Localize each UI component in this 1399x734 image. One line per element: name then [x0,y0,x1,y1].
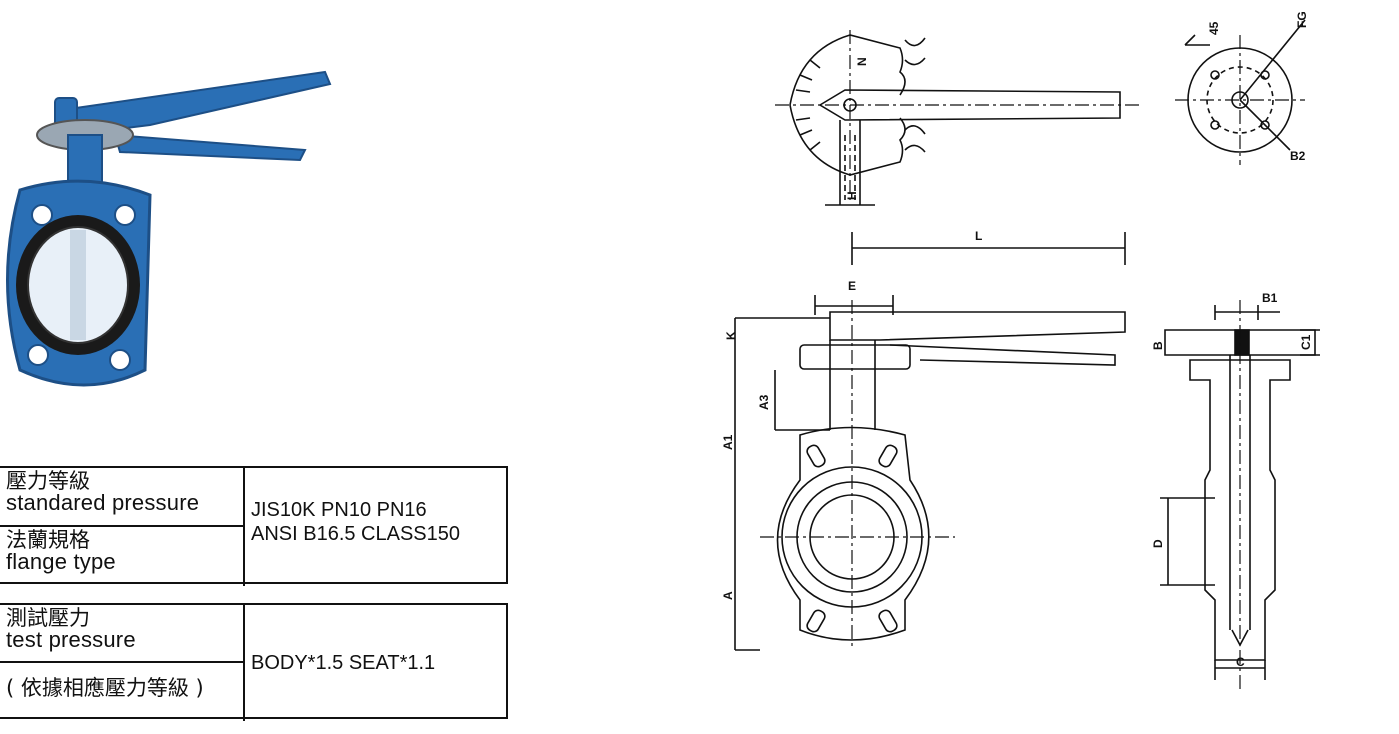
dim-label-L: L [975,229,982,243]
dim-label-C: C [1236,655,1245,669]
pressure-flange-values: JIS10K PN10 PN16 ANSI B16.5 CLASS150 [245,468,506,586]
flange-value: ANSI B16.5 CLASS150 [251,523,461,545]
spec-table-pressure: 壓力等級 standared pressure JIS10K PN10 PN16… [0,466,508,586]
dim-label-K: K [724,331,738,340]
dim-label-FG: FG [1295,11,1309,28]
dim-label-A1: A1 [721,434,735,450]
dim-label-D: D [1151,539,1165,548]
dim-label-A: A [721,591,735,600]
pressure-value: JIS10K PN10 PN16 [251,499,427,521]
valve-body [6,179,152,387]
dim-label-A3: A3 [757,394,771,410]
dim-label-angle: 45 [1207,21,1221,35]
flange-label-zh: 法蘭規格 [6,528,90,552]
pressure-label-en: standared pressure [6,490,200,515]
test-value: BODY*1.5 SEAT*1.1 [251,652,436,674]
flange-label-cell: 法蘭規格 flange type [0,527,245,586]
test-note-cell: ( 依據相應壓力等級 ) [0,663,245,721]
pressure-label-zh: 壓力等級 [6,469,90,493]
dim-label-B1: B1 [1262,291,1278,305]
test-value-cell: BODY*1.5 SEAT*1.1 [245,605,506,721]
valve-photo [6,70,332,387]
spec-table-test: 測試壓力 test pressure BODY*1.5 SEAT*1.1 ( 依… [0,603,508,721]
dim-label-E: E [848,279,856,293]
test-note-zh: ( 依據相應壓力等級 ) [6,676,204,700]
top-view [775,30,1140,206]
dim-L-line [851,232,1126,265]
test-label-en: test pressure [6,627,136,652]
pressure-label-cell: 壓力等級 standared pressure [0,468,245,527]
test-label-cell: 測試壓力 test pressure [0,605,245,663]
dim-label-C1: C1 [1299,334,1313,350]
front-view [734,295,1126,651]
dim-label-H: H [845,191,859,200]
flange-label-en: flange type [6,549,116,574]
dim-label-B: B [1151,341,1165,350]
side-view [1160,300,1320,690]
flange-view [1175,19,1306,165]
test-label-zh: 測試壓力 [6,606,90,630]
dim-label-N: N [855,57,869,66]
dim-label-B2: B2 [1290,149,1306,163]
